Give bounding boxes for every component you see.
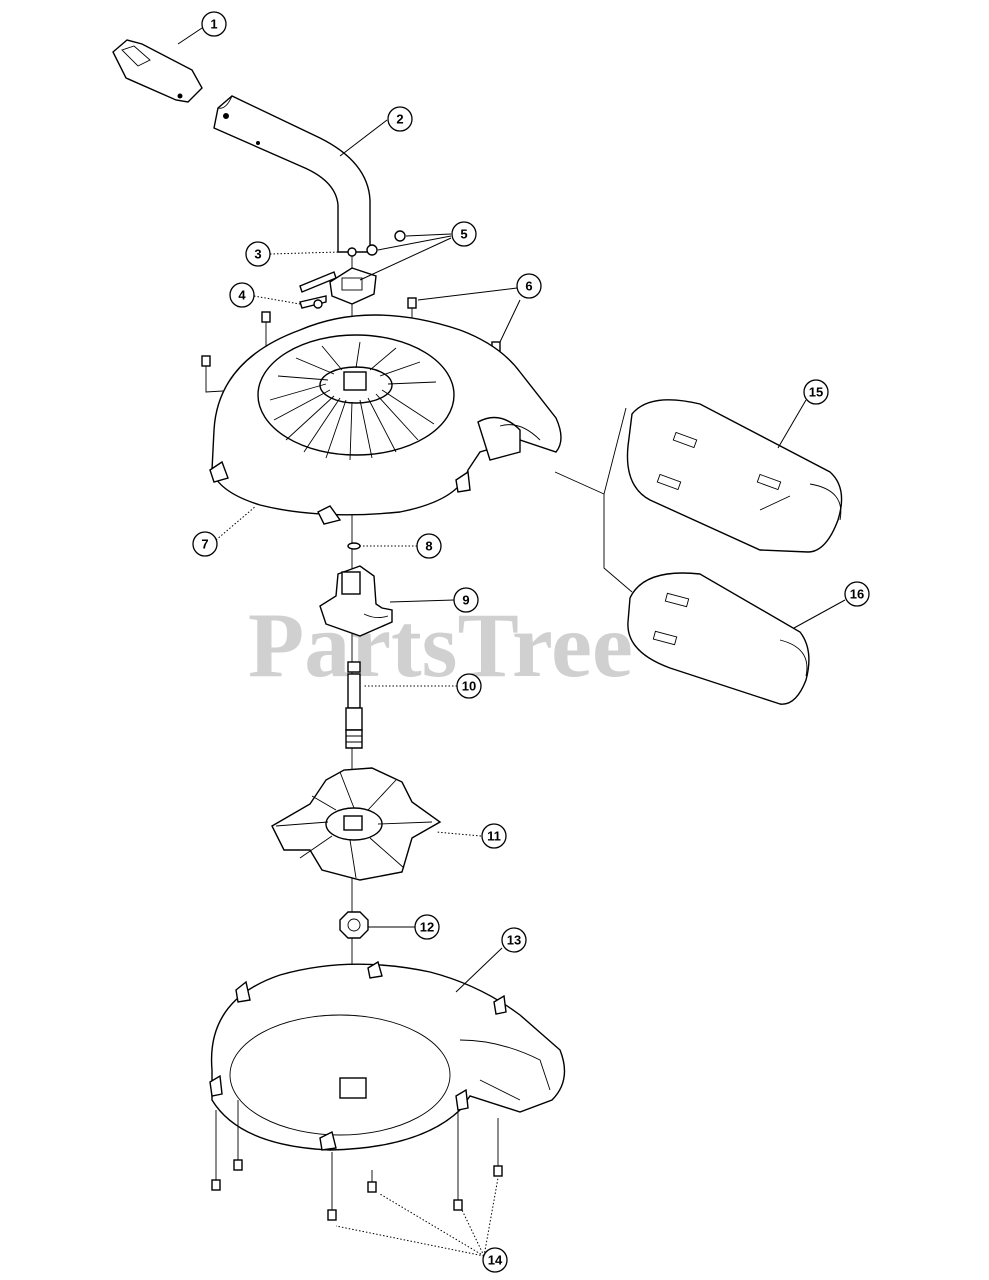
callout-8: 8 bbox=[416, 533, 442, 559]
svg-text:1: 1 bbox=[210, 17, 217, 32]
watermark: PartsTree TM bbox=[248, 594, 729, 696]
callout-15: 15 bbox=[803, 379, 829, 405]
part-10-shaft bbox=[345, 661, 363, 749]
svg-text:9: 9 bbox=[462, 593, 469, 608]
callouts: 1 2 3 4 5 6 7 8 9 10 11 12 13 14 15 16 bbox=[192, 11, 870, 1273]
nozzle-bracket bbox=[554, 407, 633, 593]
callout-7: 7 bbox=[192, 531, 218, 557]
svg-text:7: 7 bbox=[201, 537, 208, 552]
svg-text:4: 4 bbox=[238, 288, 246, 303]
svg-text:15: 15 bbox=[809, 385, 823, 400]
callout-11: 11 bbox=[481, 823, 507, 849]
part-16-nozzle bbox=[627, 572, 810, 705]
svg-text:14: 14 bbox=[488, 1253, 503, 1268]
callout-13: 13 bbox=[501, 927, 527, 953]
svg-text:5: 5 bbox=[460, 227, 467, 242]
svg-text:10: 10 bbox=[462, 679, 476, 694]
callout-4: 4 bbox=[229, 282, 255, 308]
svg-text:2: 2 bbox=[396, 112, 403, 127]
part-5-clamp-hardware bbox=[299, 230, 406, 305]
svg-text:6: 6 bbox=[525, 279, 532, 294]
svg-text:11: 11 bbox=[487, 829, 501, 844]
part-7-upper-housing bbox=[209, 314, 562, 525]
part-8-washer bbox=[347, 542, 361, 550]
part-13-lower-housing bbox=[209, 960, 566, 1151]
svg-text:16: 16 bbox=[850, 587, 864, 602]
part-4-screw bbox=[299, 295, 327, 309]
part-14-screws bbox=[211, 1100, 503, 1221]
watermark-text: PartsTree bbox=[248, 594, 633, 696]
callout-1: 1 bbox=[201, 11, 227, 37]
callout-3: 3 bbox=[245, 241, 271, 267]
part-15-nozzle bbox=[626, 399, 843, 553]
part-2-handle-tube bbox=[213, 95, 371, 253]
callout-12: 12 bbox=[414, 914, 440, 940]
callout-10: 10 bbox=[456, 673, 482, 699]
part-1-handle-grip bbox=[112, 39, 203, 103]
callout-6: 6 bbox=[516, 273, 542, 299]
callout-14: 14 bbox=[482, 1247, 508, 1273]
callout-9: 9 bbox=[453, 587, 479, 613]
svg-text:3: 3 bbox=[254, 247, 261, 262]
callout-2: 2 bbox=[387, 106, 413, 132]
leader-lines bbox=[177, 27, 846, 1257]
part-9-shaft-housing bbox=[319, 565, 393, 637]
svg-text:13: 13 bbox=[507, 933, 521, 948]
svg-text:8: 8 bbox=[425, 539, 432, 554]
callout-5: 5 bbox=[451, 221, 477, 247]
callout-16: 16 bbox=[844, 581, 870, 607]
svg-text:12: 12 bbox=[420, 920, 434, 935]
part-11-impeller bbox=[271, 767, 442, 881]
part-3-nut bbox=[347, 247, 357, 257]
part-12-nut bbox=[339, 911, 369, 939]
